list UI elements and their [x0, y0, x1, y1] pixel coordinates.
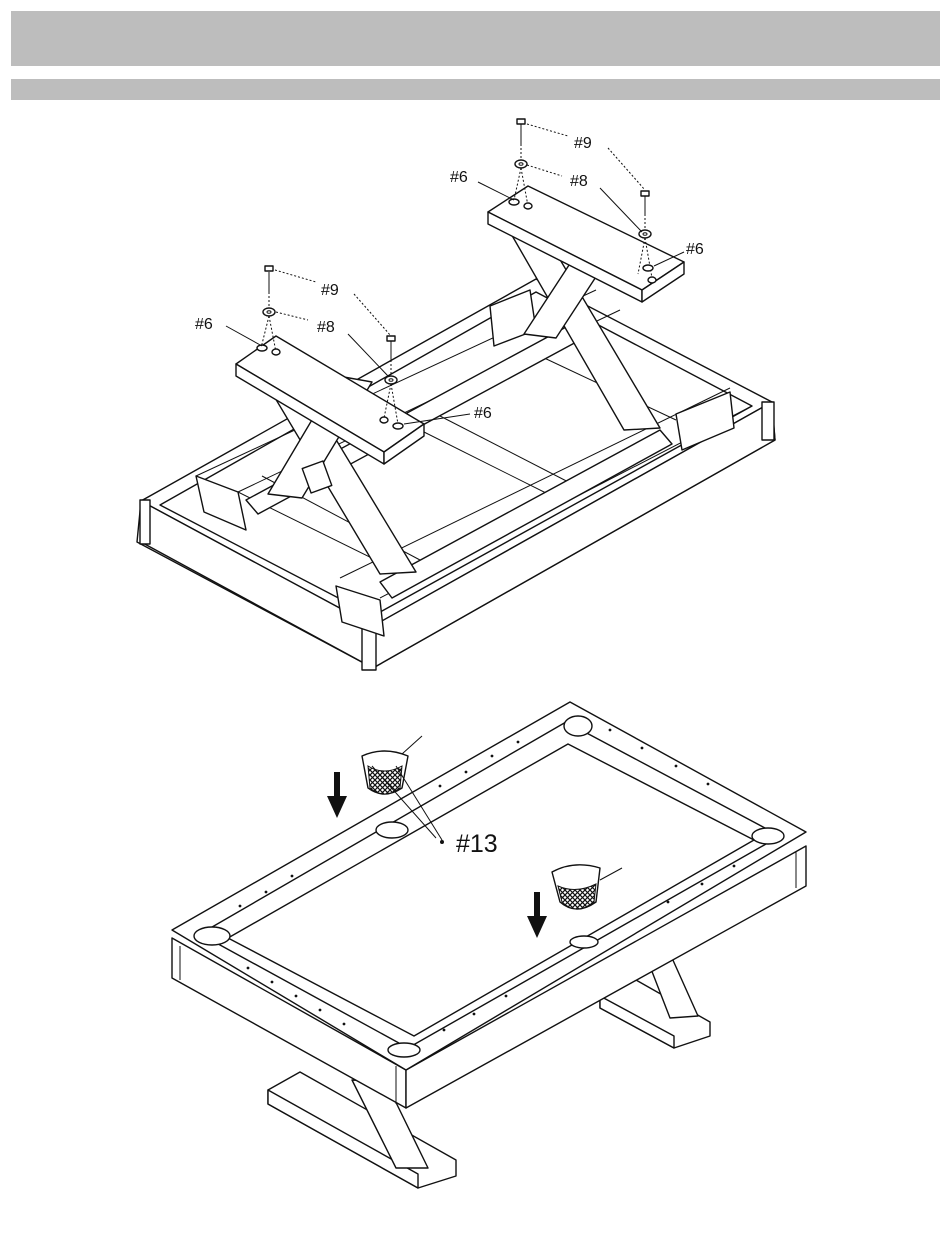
label-part-6: #6	[474, 405, 492, 422]
pocket-hole-side	[376, 822, 408, 838]
assembled-pool-table	[172, 702, 806, 1188]
label-part-9: #9	[574, 135, 592, 152]
pocket-hole-corner	[752, 828, 784, 844]
washer-icon	[515, 160, 527, 168]
label-part-9: #9	[321, 282, 339, 299]
screw-icon	[517, 119, 525, 144]
screw-icon	[641, 191, 649, 214]
label-part-6: #6	[686, 241, 704, 258]
frame-corner-cap-left	[140, 500, 150, 544]
down-arrow-icon	[327, 772, 347, 818]
label-part-8: #8	[317, 319, 335, 336]
pocket-hole-side	[570, 936, 598, 948]
label-part-8: #8	[570, 173, 588, 190]
pocket-hole-corner	[194, 927, 230, 945]
label-part-6: #6	[450, 169, 468, 186]
washer-icon	[263, 308, 275, 316]
frame-corner-cap-right	[762, 402, 774, 440]
pocket-hole-corner	[564, 716, 592, 736]
screw-icon	[265, 266, 273, 292]
washer-icon	[385, 376, 397, 384]
screw-icon	[387, 336, 395, 360]
label-part-6: #6	[195, 316, 213, 333]
table-frame-upside-down	[137, 119, 775, 670]
pocket-hole-corner	[388, 1043, 420, 1057]
label-part-13: #13	[456, 830, 498, 858]
